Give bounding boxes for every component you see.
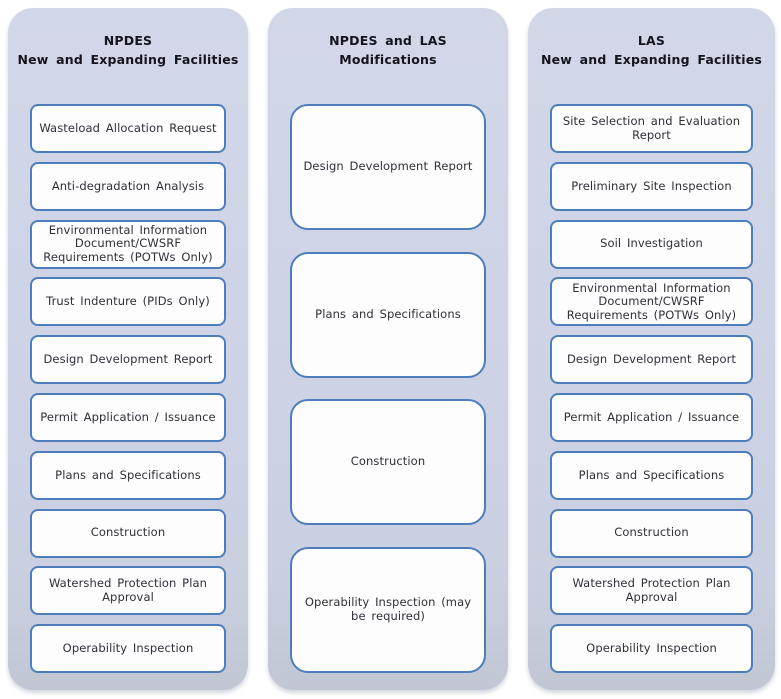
column-title: LAS New and Expanding Facilities bbox=[528, 8, 775, 69]
flow-step-design-development-report: Design Development Report bbox=[550, 335, 753, 385]
flow-step-label: Permit Application / Issuance bbox=[563, 409, 740, 424]
column-title-line1: NPDES bbox=[103, 33, 153, 48]
flow-step-label: Construction bbox=[90, 525, 166, 540]
column-title-line2: New and Expanding Facilities bbox=[540, 52, 763, 67]
flow-step-watershed-protection-plan-approval: Watershed Protection Plan Approval bbox=[30, 566, 226, 616]
flow-step-operability-inspection: Operability Inspection bbox=[30, 624, 226, 674]
flow-step-anti-degradation-analysis: Anti-degradation Analysis bbox=[30, 161, 226, 211]
flow-step-preliminary-site-inspection: Preliminary Site Inspection bbox=[550, 161, 753, 211]
flow-step-construction: Construction bbox=[30, 508, 226, 558]
column-title-line1: NPDES and LAS bbox=[329, 33, 447, 48]
flow-steps: Wasteload Allocation Request Anti-degrad… bbox=[30, 104, 226, 674]
flow-step-label: Anti-degradation Analysis bbox=[51, 178, 205, 193]
flow-step-label: Trust Indenture (PIDs Only) bbox=[46, 294, 210, 309]
column-title: NPDES New and Expanding Facilities bbox=[8, 8, 248, 69]
flow-step-construction: Construction bbox=[550, 508, 753, 558]
flow-step-label: Operability Inspection bbox=[62, 640, 194, 655]
flow-step-label: Design Development Report bbox=[303, 159, 473, 174]
flow-step-operability-inspection-may-be-required: Operability Inspection (may be required) bbox=[290, 546, 486, 673]
flow-step-permit-application-issuance: Permit Application / Issuance bbox=[30, 392, 226, 442]
flow-steps: Design Development Report Plans and Spec… bbox=[290, 104, 486, 673]
flow-step-label: Design Development Report bbox=[43, 351, 213, 366]
flow-step-label: Plans and Specifications bbox=[315, 306, 461, 321]
flow-step-label: Site Selection and Evaluation Report bbox=[562, 114, 741, 142]
column-npdes-new-facilities: NPDES New and Expanding Facilities Waste… bbox=[8, 8, 248, 690]
column-title-line1: LAS bbox=[637, 33, 666, 48]
flow-step-plans-and-specifications: Plans and Specifications bbox=[290, 251, 486, 378]
flow-step-environmental-information-document: Environmental Information Document/CWSRF… bbox=[550, 277, 753, 327]
flow-step-label: Wasteload Allocation Request bbox=[39, 120, 217, 135]
flow-step-label: Construction bbox=[350, 454, 426, 469]
flow-step-site-selection-and-evaluation-report: Site Selection and Evaluation Report bbox=[550, 104, 753, 153]
flow-step-label: Plans and Specifications bbox=[578, 467, 725, 482]
flow-step-label: Environmental Information Document/CWSRF… bbox=[43, 222, 213, 264]
flow-step-wasteload-allocation-request: Wasteload Allocation Request bbox=[30, 104, 226, 153]
column-title-line2: Modifications bbox=[339, 52, 437, 67]
flow-step-label: Watershed Protection Plan Approval bbox=[48, 576, 208, 604]
flow-step-label: Watershed Protection Plan Approval bbox=[572, 576, 731, 604]
column-title: NPDES and LAS Modifications bbox=[268, 8, 508, 69]
flow-step-design-development-report: Design Development Report bbox=[290, 104, 486, 230]
flow-step-label: Plans and Specifications bbox=[55, 467, 201, 482]
column-title-line2: New and Expanding Facilities bbox=[17, 52, 239, 67]
flow-step-label: Construction bbox=[614, 525, 689, 540]
flow-step-label: Preliminary Site Inspection bbox=[571, 178, 732, 193]
flow-step-environmental-information-document: Environmental Information Document/CWSRF… bbox=[30, 219, 226, 269]
flow-step-label: Environmental Information Document/CWSRF… bbox=[566, 280, 737, 322]
flow-step-design-development-report: Design Development Report bbox=[30, 335, 226, 385]
flow-step-trust-indenture: Trust Indenture (PIDs Only) bbox=[30, 277, 226, 327]
flow-step-plans-and-specifications: Plans and Specifications bbox=[550, 450, 753, 500]
flow-step-construction: Construction bbox=[290, 399, 486, 525]
column-npdes-las-modifications: NPDES and LAS Modifications Design Devel… bbox=[268, 8, 508, 690]
flow-step-soil-investigation: Soil Investigation bbox=[550, 219, 753, 269]
flow-step-label: Operability Inspection (may be required) bbox=[304, 595, 472, 623]
flow-step-label: Operability Inspection bbox=[586, 640, 717, 655]
flow-step-watershed-protection-plan-approval: Watershed Protection Plan Approval bbox=[550, 566, 753, 616]
flow-step-label: Design Development Report bbox=[566, 351, 737, 366]
flow-steps: Site Selection and Evaluation Report Pre… bbox=[550, 104, 753, 674]
flow-step-label: Permit Application / Issuance bbox=[40, 409, 216, 424]
flow-step-label: Soil Investigation bbox=[600, 236, 703, 251]
flow-step-plans-and-specifications: Plans and Specifications bbox=[30, 450, 226, 500]
column-las-new-facilities: LAS New and Expanding Facilities Site Se… bbox=[528, 8, 775, 690]
flow-step-operability-inspection: Operability Inspection bbox=[550, 624, 753, 674]
flow-step-permit-application-issuance: Permit Application / Issuance bbox=[550, 392, 753, 442]
